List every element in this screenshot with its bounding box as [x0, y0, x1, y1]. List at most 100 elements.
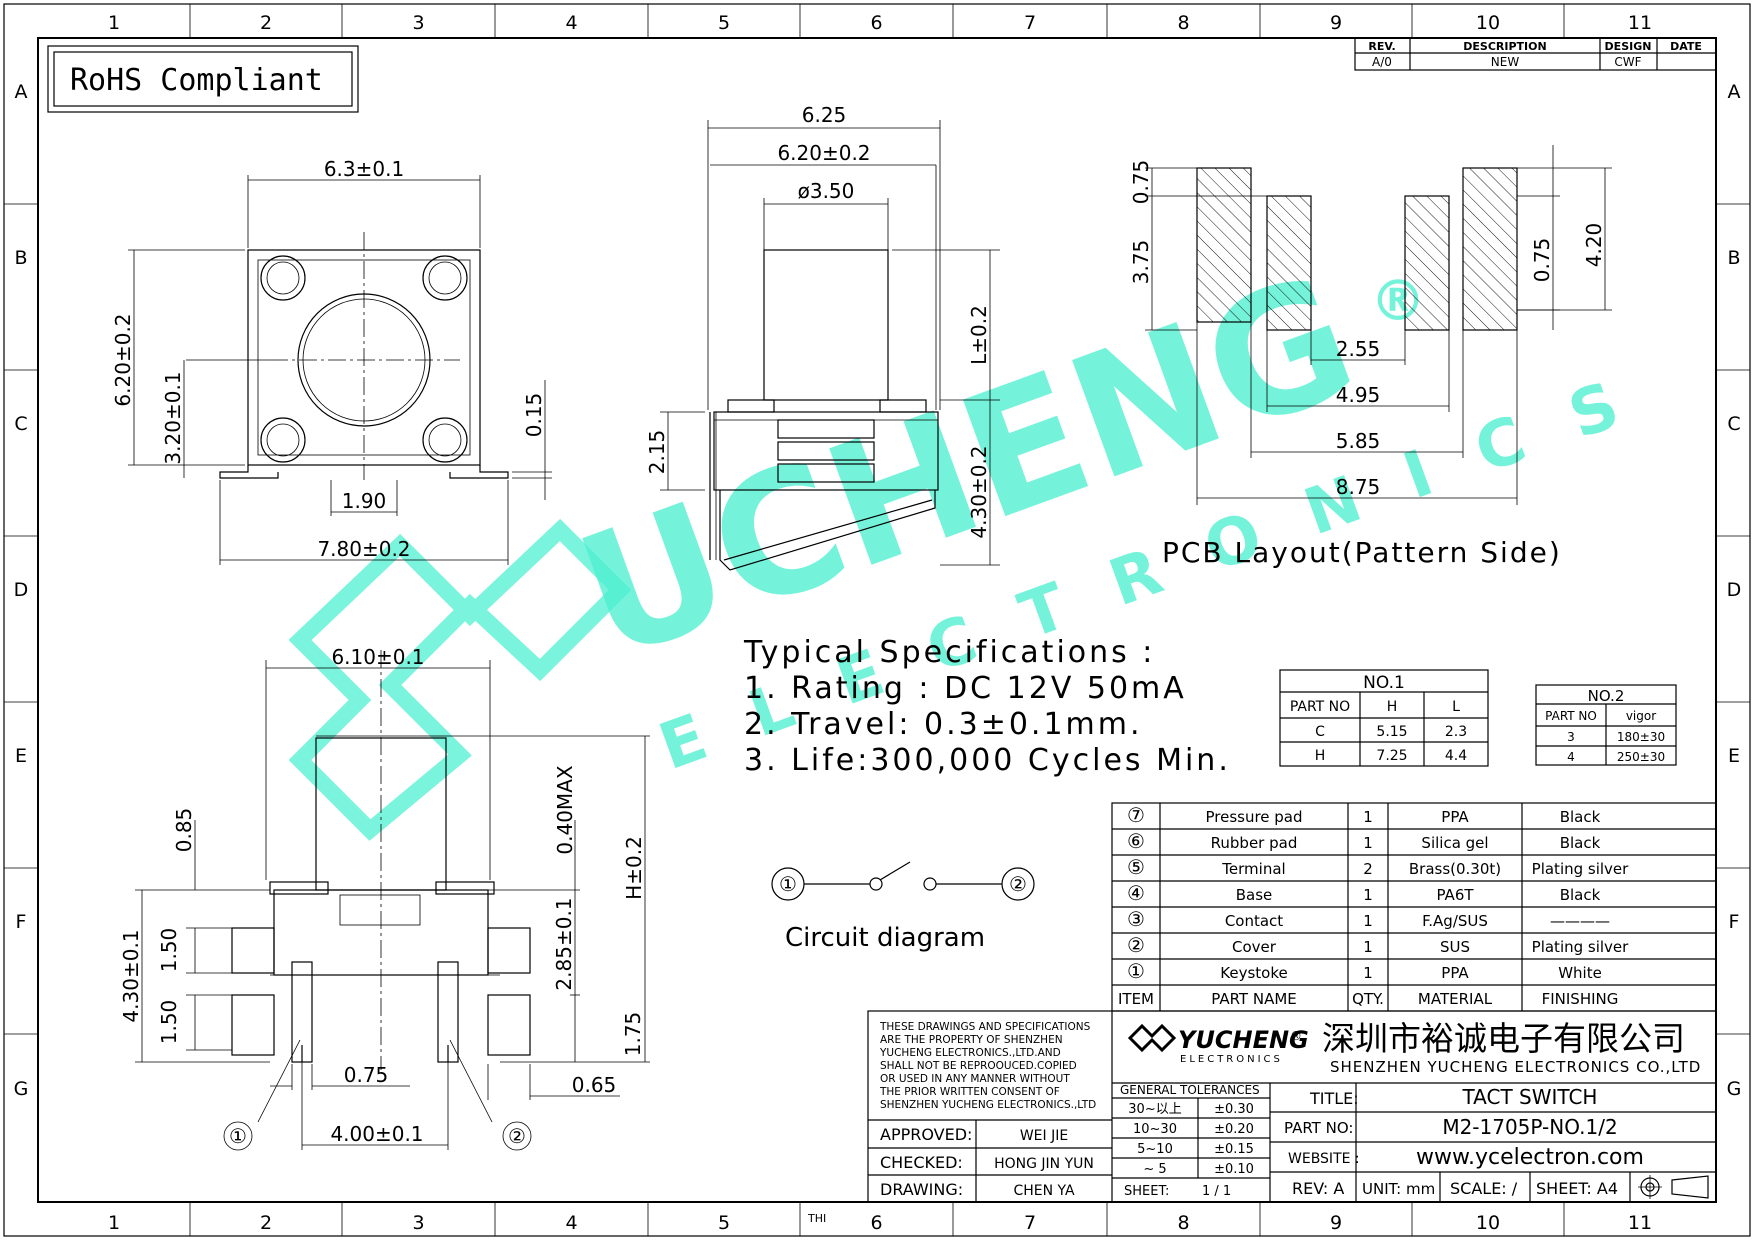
bom-cell: Silica gel — [1421, 834, 1488, 852]
dim-front-lower-pad: 1.50 — [157, 1000, 181, 1045]
column-marker: 6 — [870, 1212, 882, 1234]
row-marker: F — [16, 911, 27, 933]
column-marker: 8 — [1177, 12, 1189, 34]
bom-cell: Contact — [1225, 912, 1283, 930]
row-marker: B — [1727, 247, 1740, 269]
circuit-diagram: ① ② Circuit diagram — [771, 861, 1035, 953]
bom-header-cell: MATERIAL — [1418, 990, 1493, 1008]
row-marker: A — [1728, 81, 1741, 103]
column-marker: 10 — [1476, 1212, 1500, 1234]
bom-cell: Cover — [1232, 938, 1277, 956]
spec-life: 3. Life:300,000 Cycles Min. — [744, 743, 1231, 778]
column-marker: 2 — [260, 1212, 272, 1234]
bom-cell: ⑤ — [1127, 855, 1145, 879]
company-name-en: SHENZHEN YUCHENG ELECTRONICS CO.,LTD — [1330, 1058, 1701, 1076]
approved-value: WEI JIE — [1020, 1128, 1068, 1144]
bom-cell: Keystoke — [1220, 964, 1287, 982]
circuit-pin-2: ② — [1009, 872, 1027, 896]
tolerance-range: 5~10 — [1137, 1142, 1173, 1157]
row-marker: F — [1729, 911, 1740, 933]
dim-side-L: L±0.2 — [967, 305, 991, 365]
bom-cell: PA6T — [1436, 886, 1474, 904]
projection-symbol-icon — [1638, 1175, 1709, 1199]
bom-cell: Black — [1560, 834, 1601, 852]
design-header: DESIGN — [1605, 40, 1652, 53]
dim-pcb-height: 4.20 — [1582, 223, 1606, 268]
dim-front-H: H±0.2 — [622, 836, 646, 900]
front-pin-1-label: ① — [229, 1124, 247, 1148]
bom-cell: Rubber pad — [1211, 834, 1298, 852]
column-marker: 6 — [870, 12, 882, 34]
dim-front-pitch: 4.00±0.1 — [330, 1122, 423, 1146]
dim-top-center: 3.20±0.1 — [161, 371, 185, 464]
row-marker: G — [1727, 1078, 1742, 1100]
date-header: DATE — [1670, 40, 1702, 53]
logo-subtext: ELECTRONICS — [1180, 1054, 1283, 1065]
column-marker: 3 — [412, 12, 424, 34]
unit-field: UNIT: mm — [1362, 1180, 1435, 1198]
dim-top-height: 6.20±0.2 — [111, 313, 135, 406]
bom-cell: PPA — [1441, 808, 1469, 826]
dim-front-base-height: 4.30±0.1 — [119, 929, 143, 1022]
column-marker: 4 — [565, 1212, 577, 1234]
tolerance-value: ±0.10 — [1214, 1162, 1254, 1177]
circuit-label: Circuit diagram — [785, 923, 985, 953]
checked-value: HONG JIN YUN — [994, 1156, 1094, 1172]
tolerance-value: ±0.15 — [1214, 1142, 1254, 1157]
specs-title: Typical Specifications : — [743, 635, 1155, 670]
bom-cell: Pressure pad — [1205, 808, 1302, 826]
bom-cell: 1 — [1363, 912, 1373, 930]
circuit-pin-1: ① — [779, 872, 797, 896]
row-marker: E — [15, 745, 27, 767]
bom-cell: 1 — [1363, 938, 1373, 956]
rev-header: REV. — [1368, 40, 1395, 53]
row-marker: D — [14, 579, 29, 601]
property-notice-line: THE PRIOR WRITTEN CONSENT OF — [879, 1086, 1060, 1098]
bom-cell: Black — [1560, 808, 1601, 826]
dim-side-height: 4.30±0.2 — [967, 445, 991, 538]
no2-cell: 180±30 — [1617, 730, 1665, 744]
bom-cell: 1 — [1363, 964, 1373, 982]
no1-cell: 2.3 — [1445, 724, 1467, 740]
bom-cell: ———— — [1550, 912, 1610, 930]
dim-top-lead-gap: 1.90 — [342, 489, 387, 513]
rohs-label: RoHS Compliant — [70, 63, 323, 98]
bom-cell: Plating silver — [1532, 860, 1630, 878]
dim-pcb-offset: 0.75 — [1129, 160, 1153, 205]
dim-top-lead-thickness: 0.15 — [522, 393, 546, 438]
dim-pcb-offset-right: 0.75 — [1530, 238, 1554, 283]
dim-front-width: 6.10±0.1 — [331, 645, 424, 669]
drawing-value: CHEN YA — [1013, 1183, 1075, 1199]
no1-cell: 5.15 — [1376, 724, 1407, 740]
logo-text: YUCHENG — [1178, 1026, 1309, 1054]
side-view: 6.25 6.20±0.2 ø3.50 L±0.2 2.15 4.30±0.2 — [645, 103, 1000, 571]
property-notice-line: SHALL NOT BE REPROOUCED.COPIED — [880, 1060, 1077, 1072]
bom-cell: ⑦ — [1127, 803, 1145, 827]
row-marker: A — [15, 81, 28, 103]
tolerance-value: ±0.30 — [1214, 1102, 1254, 1117]
bom-cell: Terminal — [1221, 860, 1285, 878]
row-marker: E — [1728, 745, 1740, 767]
bom-cell: ③ — [1127, 907, 1145, 931]
row-marker: C — [14, 413, 27, 435]
pcb-caption: PCB Layout(Pattern Side) — [1162, 536, 1562, 569]
website-value: www.ycelectron.com — [1416, 1145, 1644, 1170]
sheet-label: SHEET: — [1124, 1184, 1169, 1199]
sheet-size-field: SHEET: A4 — [1536, 1179, 1618, 1198]
checked-label: CHECKED: — [880, 1153, 963, 1172]
no1-header-H: H — [1387, 699, 1398, 715]
column-marker: 3 — [412, 1212, 424, 1234]
dim-front-lead: 1.75 — [621, 1012, 645, 1057]
dim-pcb-inner-gap: 2.55 — [1336, 337, 1381, 361]
dim-front-cover: 0.85 — [172, 808, 196, 853]
pcb-layout: 0.75 3.75 0.75 4.20 2.55 4.95 5.85 8.75 … — [1129, 145, 1612, 569]
no1-cell: C — [1315, 724, 1325, 740]
bom-cell: Black — [1560, 886, 1601, 904]
no2-header-partno: PART NO — [1545, 709, 1597, 723]
dim-side-base: 2.15 — [645, 430, 669, 475]
thi-mark: THI — [807, 1212, 826, 1225]
